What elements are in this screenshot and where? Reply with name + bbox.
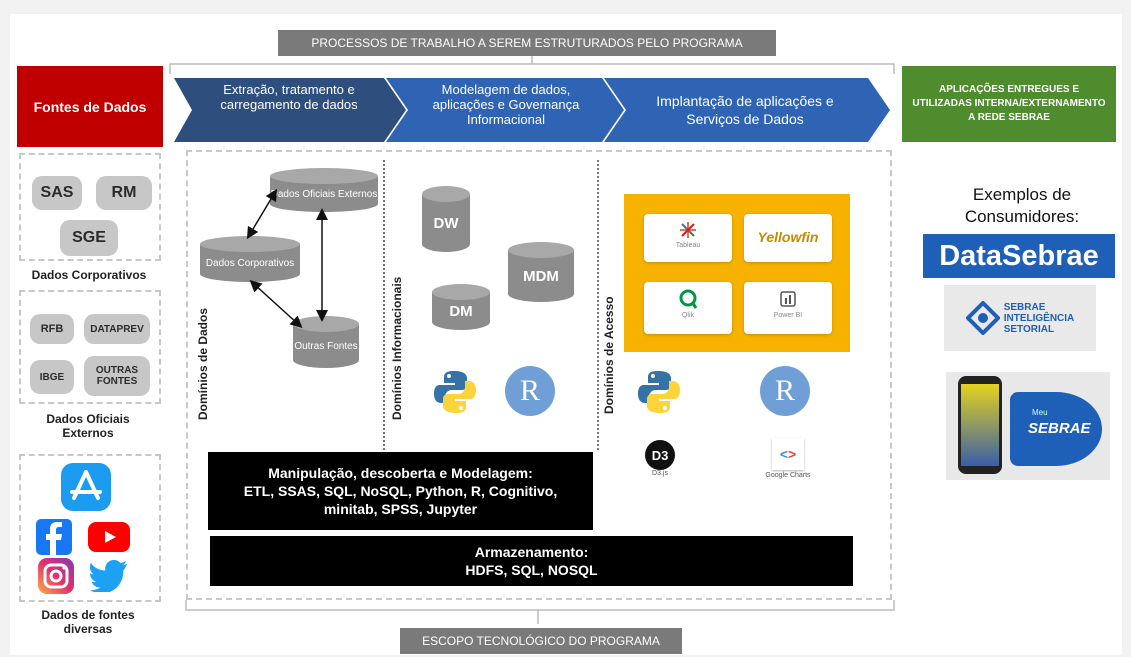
process-step-modeling: Modelagem de dados, aplicações e Governa… — [432, 82, 580, 127]
r-icon: R — [505, 366, 555, 416]
header-bracket — [169, 56, 895, 74]
lib-google-charts: <> Google Charts — [752, 438, 824, 479]
datasebrae-logo: DataSebrae — [923, 234, 1115, 278]
network-arrows — [246, 188, 328, 329]
youtube-icon — [88, 522, 130, 552]
lib-d3: D3 D3.js — [638, 440, 682, 477]
facebook-icon — [36, 519, 72, 555]
store-mdm: MDM — [508, 242, 574, 302]
instagram-icon — [38, 558, 74, 594]
process-step-deployment: Implantação de aplicações e Serviços de … — [656, 93, 834, 127]
source-sas: SAS — [32, 176, 82, 210]
node-other-sources: Outras Fontes — [293, 316, 359, 368]
python-icon — [434, 371, 476, 413]
source-ibge: IBGE — [30, 360, 74, 394]
technology-area — [186, 150, 892, 600]
tool-power-bi: Power BI — [744, 282, 832, 334]
source-outras-fontes: OUTRAS FONTES — [84, 356, 150, 396]
source-rm: RM — [96, 176, 152, 210]
tool-yellowfin: Yellowfin — [744, 214, 832, 262]
source-dataprev: DATAPREV — [84, 314, 150, 344]
access-domains-label: Domínios de Acesso — [602, 296, 616, 414]
data-sources-title: Fontes de Dados — [17, 66, 163, 147]
tableau-icon — [680, 222, 696, 238]
d3-icon: D3 — [645, 440, 675, 470]
consumers-title: Exemplos de Consumidores: — [964, 185, 1080, 226]
corporate-sources-box — [19, 153, 161, 261]
tool-tableau: Tableau — [644, 214, 732, 262]
sebrae-intel-icon — [965, 301, 1000, 335]
phone-image — [958, 376, 1002, 474]
meu-sebrae-app: Meu SEBRAE — [946, 372, 1110, 480]
source-rfb: RFB — [30, 314, 74, 344]
diverse-data-label: Dados de fontes diversas — [41, 608, 135, 636]
official-sources-box — [19, 290, 161, 404]
r-icon: R — [760, 366, 810, 416]
process-arrows — [174, 78, 890, 142]
divider-1 — [383, 160, 385, 450]
power-bi-icon — [780, 291, 796, 307]
footer-bracket — [185, 600, 895, 624]
node-official-external: Dados Oficiais Externos — [270, 168, 378, 212]
qlik-icon — [679, 289, 698, 309]
tool-qlik: Qlik — [644, 282, 732, 334]
store-dm: DM — [432, 284, 490, 330]
node-corporate: Dados Corporativos — [200, 236, 300, 282]
store-dw: DW — [422, 186, 470, 252]
scope-label: ESCOPO TECNOLÓGICO DO PROGRAMA — [400, 628, 682, 654]
official-data-label: Dados Oficiais Externos — [46, 412, 130, 440]
twitter-icon — [90, 560, 128, 592]
apps-delivered-box: APLICAÇÕES ENTREGUES E UTILIZADAS INTERN… — [902, 66, 1116, 142]
sebrae-intel-logo: SEBRAE INTELIGÊNCIA SETORIAL — [944, 285, 1096, 351]
google-charts-icon: <> — [772, 438, 804, 470]
processes-label: PROCESSOS DE TRABALHO A SEREM ESTRUTURAD… — [278, 30, 776, 56]
meu-sebrae-badge: Meu SEBRAE — [1010, 392, 1102, 466]
corporate-data-label: Dados Corporativos — [31, 268, 147, 282]
divider-2 — [597, 160, 599, 450]
manipulation-box: Manipulação, descoberta e Modelagem: ETL… — [208, 452, 593, 530]
python-icon — [638, 371, 680, 413]
storage-box: Armazenamento: HDFS, SQL, NOSQL — [210, 536, 853, 586]
diverse-sources-box — [19, 454, 161, 602]
process-step-extraction: Extração, tratamento e carregamento de d… — [220, 82, 358, 112]
app-store-icon — [61, 463, 111, 511]
data-domains-label: Domínios de Dados — [196, 307, 210, 420]
source-sge: SGE — [60, 220, 118, 256]
info-domains-label: Domínios Informacionais — [390, 276, 404, 420]
